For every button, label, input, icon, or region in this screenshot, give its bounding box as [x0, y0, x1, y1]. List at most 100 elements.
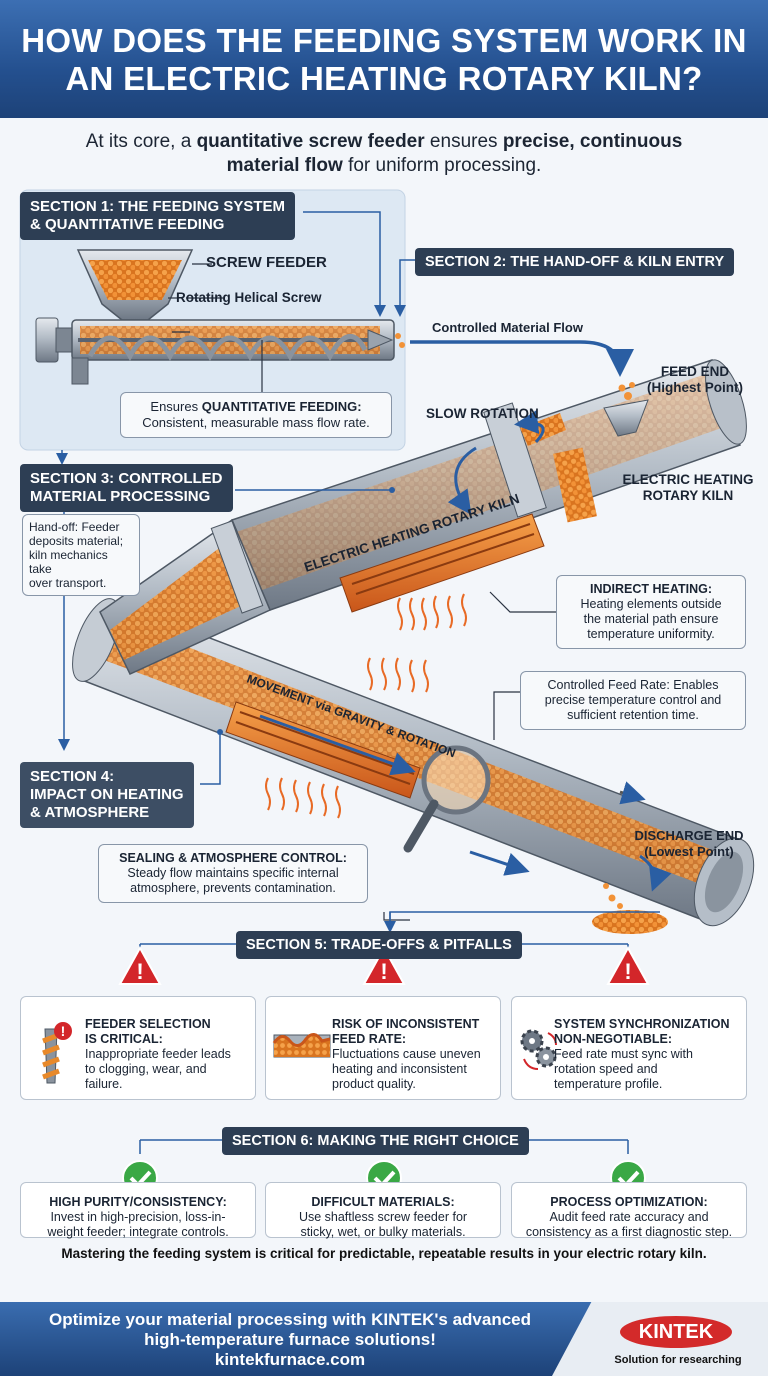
card-line: Inappropriate feeder leads	[85, 1047, 231, 1061]
card-title: RISK OF INCONSISTENT	[332, 1017, 480, 1031]
screw-feeder-label: SCREW FEEDER	[206, 254, 327, 271]
choice-line: consistency as a first diagnostic step.	[525, 1225, 733, 1239]
handoff-line: Hand-off: Feeder	[29, 520, 120, 534]
intro-part: ensures	[424, 131, 503, 152]
section4-label: SECTION 4: IMPACT ON HEATING & ATMOSPHER…	[20, 762, 194, 828]
cta-line: Optimize your material processing with K…	[48, 1310, 532, 1329]
magnifier-icon	[403, 745, 491, 853]
movement-arrow	[259, 714, 416, 776]
rotation-arrow	[447, 446, 477, 515]
indirect-line: temperature uniformity.	[587, 627, 715, 641]
section5-connectors: ! ! !	[118, 943, 650, 985]
svg-text:!: !	[624, 959, 631, 984]
section1-label: SECTION 1: THE FEEDING SYSTEM & QUANTITA…	[20, 192, 296, 240]
section5-label-text: SECTION 5: TRADE-OFFS & PITFALLS	[246, 937, 512, 953]
note-text: Ensures	[150, 399, 202, 414]
wave-material-icon	[272, 1033, 331, 1058]
heating-element-upper	[339, 513, 545, 613]
footer-url-link[interactable]: kintekfurnace.com	[214, 1350, 366, 1369]
handoff-line: kiln mechanics take	[29, 548, 108, 576]
section1-label-line: & QUANTITATIVE FEEDING	[30, 216, 225, 233]
feedrate-line: sufficient retention time.	[567, 708, 699, 722]
sealing-line: Steady flow maintains specific internal	[127, 866, 339, 880]
feed-end-label: FEED END (Highest Point)	[640, 364, 750, 396]
header-banner: HOW DOES THE FEEDING SYSTEM WORK IN AN E…	[0, 0, 768, 118]
helical-screw	[87, 334, 368, 362]
footer-cta: Optimize your material processing with K…	[20, 1310, 560, 1370]
section6-label-text: SECTION 6: MAKING THE RIGHT CHOICE	[232, 1133, 519, 1149]
handoff-line: deposits material;	[29, 534, 124, 548]
sealing-title: SEALING & ATMOSPHERE CONTROL:	[119, 851, 347, 865]
warning-icon: !	[362, 945, 406, 985]
brand-tagline: Solution for researching	[614, 1354, 742, 1366]
sealing-line: atmosphere, prevents contamination.	[130, 881, 336, 895]
section3-label-line: MATERIAL PROCESSING	[30, 488, 211, 505]
feed-rate-note: Controlled Feed Rate: Enables precise te…	[520, 671, 746, 730]
card-line: Feed rate must sync with	[554, 1047, 693, 1061]
feed-end-sub: (Highest Point)	[647, 380, 743, 395]
svg-text:!: !	[61, 1023, 66, 1039]
section4-label-line: IMPACT ON HEATING	[30, 786, 184, 803]
quantitative-feeding-note: Ensures QUANTITATIVE FEEDING: Consistent…	[120, 392, 392, 438]
pitfall-card: SYSTEM SYNCHRONIZATION NON-NEGOTIABLE: F…	[511, 996, 747, 1100]
choice-line: Audit feed rate accuracy and	[549, 1210, 709, 1224]
section2-label: SECTION 2: THE HAND-OFF & KILN ENTRY	[415, 248, 735, 276]
intro-bold: quantitative screw feeder	[196, 131, 425, 152]
card-line: rotation speed and	[554, 1062, 658, 1076]
choice-title: DIFFICULT MATERIALS:	[311, 1195, 455, 1209]
feed-chute	[603, 399, 649, 437]
pitfall-card: ! FEEDER SELECTION IS CRITICAL: Inapprop…	[20, 996, 256, 1100]
card-line: Fluctuations cause uneven	[332, 1047, 481, 1061]
card-title: FEEDER SELECTION	[85, 1017, 211, 1031]
heating-element-lower	[225, 701, 421, 799]
section4-label-line: SECTION 4:	[30, 768, 115, 785]
svg-text:!: !	[136, 959, 143, 984]
section1-label-line: SECTION 1: THE FEEDING SYSTEM	[30, 198, 286, 215]
card-title: IS CRITICAL:	[85, 1032, 163, 1046]
closing-statement: Mastering the feeding system is critical…	[61, 1246, 707, 1261]
indirect-line: the material path ensure	[583, 612, 719, 626]
section3-label-line: SECTION 3: CONTROLLED	[30, 470, 223, 487]
note-bold: QUANTITATIVE FEEDING:	[201, 399, 362, 414]
discharge-pile	[592, 910, 668, 934]
motor-block	[35, 317, 59, 363]
choice-line: weight feeder; integrate controls.	[47, 1225, 229, 1239]
kiln-label-line: ROTARY KILN	[642, 488, 734, 503]
card-line: product quality.	[332, 1077, 416, 1091]
feedrate-line: precise temperature control and	[544, 693, 722, 707]
card-line: temperature profile.	[554, 1077, 663, 1091]
kiln-label-line: ELECTRIC HEATING	[622, 472, 754, 487]
warning-icon: !	[606, 945, 650, 985]
card-title: NON-NEGOTIABLE:	[554, 1032, 673, 1046]
svg-text:!: !	[380, 959, 387, 984]
sealing-note: SEALING & ATMOSPHERE CONTROL: Steady flo…	[98, 844, 368, 903]
slow-rotation-label: SLOW ROTATION	[426, 406, 539, 421]
choice-line: Invest in high-precision, loss-in-	[50, 1210, 226, 1224]
intro-bold: precise, continuous material flow	[226, 131, 683, 176]
intro-part: for uniform processing.	[342, 155, 542, 176]
card-title: SYSTEM SYNCHRONIZATION	[554, 1017, 730, 1031]
kintek-logo: KINTEK	[620, 1316, 732, 1348]
choice-card: HIGH PURITY/CONSISTENCY: Invest in high-…	[20, 1182, 256, 1239]
discharge-title: DISCHARGE END	[634, 828, 744, 843]
indirect-title: INDIRECT HEATING:	[590, 582, 712, 596]
cta-line: high-temperature furnace solutions!	[144, 1330, 436, 1349]
section2-label-text: SECTION 2: THE HAND-OFF & KILN ENTRY	[425, 254, 725, 270]
choice-line: Use shaftless screw feeder for	[298, 1210, 468, 1224]
warning-icon: !	[118, 945, 162, 985]
note-text: Consistent, measurable mass flow rate.	[142, 415, 370, 430]
choice-title: PROCESS OPTIMIZATION:	[550, 1195, 708, 1209]
section6-label: SECTION 6: MAKING THE RIGHT CHOICE	[222, 1127, 529, 1155]
drill-bit-icon: !	[42, 1022, 72, 1084]
card-line: to clogging, wear, and	[85, 1062, 207, 1076]
section5-label: SECTION 5: TRADE-OFFS & PITFALLS	[236, 931, 522, 959]
handoff-line: over transport.	[29, 576, 107, 590]
handoff-note: Hand-off: Feeder deposits material; kiln…	[22, 514, 140, 596]
feed-end-title: FEED END	[660, 364, 730, 379]
card-line: failure.	[85, 1077, 123, 1091]
intro-text: At its core, a quantitative screw feeder…	[60, 130, 708, 178]
indirect-heating-note: INDIRECT HEATING: Heating elements outsi…	[556, 575, 746, 649]
choice-card: PROCESS OPTIMIZATION: Audit feed rate ac…	[511, 1182, 747, 1239]
section4-label-line: & ATMOSPHERE	[30, 804, 150, 821]
discharge-end-label: DISCHARGE END (Lowest Point)	[624, 828, 754, 860]
